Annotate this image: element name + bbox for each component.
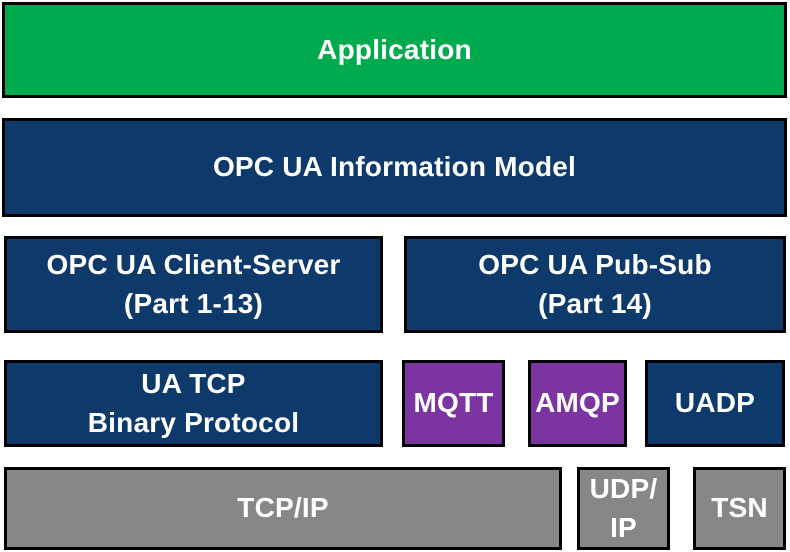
layer-opc-ua-client-server: OPC UA Client-Server (Part 1-13) [4, 236, 383, 333]
layer-opc-ua-client-server-label: OPC UA Client-Server [46, 249, 341, 281]
layer-opc-ua-information-model: OPC UA Information Model [2, 118, 787, 217]
layer-udp-ip-label: IP [610, 511, 637, 543]
layer-amqp: AMQP [528, 360, 627, 447]
layer-application-label: Application [317, 33, 472, 65]
layer-udp-ip: UDP/IP [577, 467, 670, 550]
layer-ua-tcp-binary-protocol: UA TCP Binary Protocol [4, 360, 383, 447]
layer-opc-ua-client-server-label: (Part 1-13) [123, 287, 264, 319]
layer-tcp-ip: TCP/IP [4, 467, 562, 550]
layer-udp-ip-label: UDP/ [589, 473, 658, 505]
layer-opc-ua-pub-sub: OPC UA Pub-Sub (Part 14) [404, 236, 786, 333]
layer-ua-tcp-binary-protocol-label: UA TCP [141, 368, 246, 400]
layer-uadp: UADP [645, 360, 785, 447]
layer-amqp-label: AMQP [535, 387, 620, 419]
layer-uadp-label: UADP [674, 387, 756, 419]
layer-opc-ua-pub-sub-label: (Part 14) [538, 287, 652, 319]
layer-tcp-ip-label: TCP/IP [237, 492, 329, 524]
layer-tsn: TSN [693, 467, 786, 550]
layer-opc-ua-pub-sub-label: OPC UA Pub-Sub [478, 249, 712, 281]
layer-application: Application [2, 2, 787, 98]
layer-mqtt: MQTT [402, 360, 505, 447]
layer-mqtt-label: MQTT [413, 387, 494, 419]
layer-opc-ua-information-model-label: OPC UA Information Model [212, 151, 577, 183]
layer-tsn-label: TSN [711, 492, 768, 524]
layer-ua-tcp-binary-protocol-label: Binary Protocol [87, 406, 300, 438]
